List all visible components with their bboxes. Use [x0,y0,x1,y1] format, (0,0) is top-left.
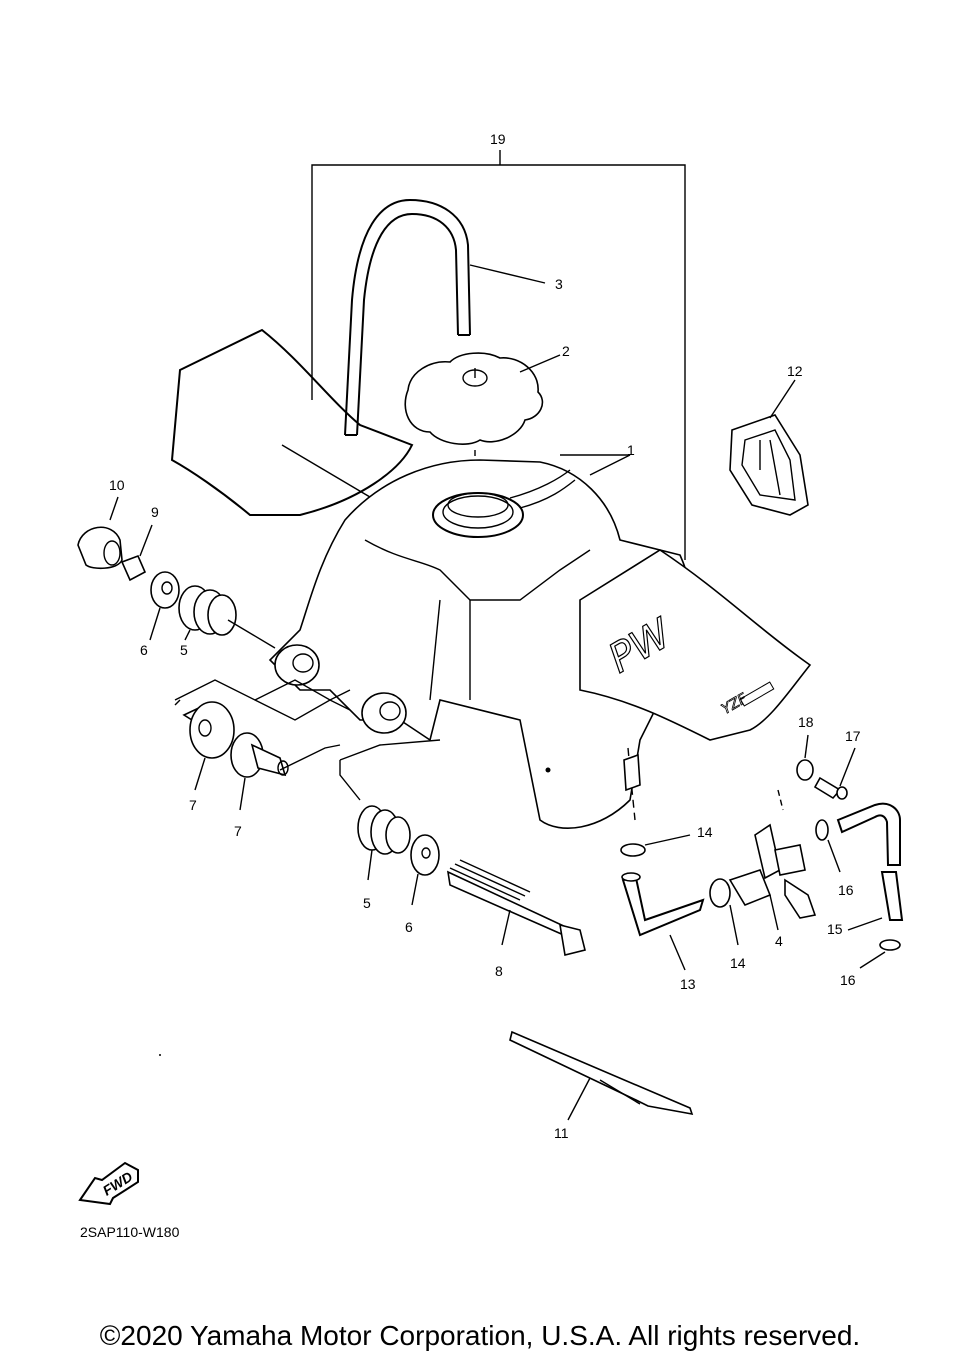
label-5-lower: 5 [363,895,371,911]
label-6-lower: 6 [405,919,413,935]
left-mount-hardware [77,496,276,649]
label-14-upper: 14 [697,824,713,840]
label-15: 15 [827,921,843,937]
label-18: 18 [798,714,814,730]
breather-hose [344,198,546,436]
label-13: 13 [680,976,696,992]
label-16-upper: 16 [838,882,854,898]
label-3: 3 [555,276,563,292]
label-8: 8 [495,963,503,979]
label-9: 9 [151,504,159,520]
label-1: 1 [627,442,635,458]
label-11: 11 [554,1125,569,1141]
label-16-lower: 16 [840,972,856,988]
label-10: 10 [109,477,125,493]
label-19: 19 [490,131,506,147]
fuel-hose-lower [620,747,705,971]
label-7-right: 7 [234,823,242,839]
assembly-bracket-19 [311,150,686,560]
fuel-tank-cap [404,352,561,485]
label-6-upper: 6 [140,642,148,658]
copyright-notice: ©2020 Yamaha Motor Corporation, U.S.A. A… [99,1320,861,1351]
drawing-code: 2SAP110-W180 [80,1224,180,1240]
fuel-tank-decal-right: PW YZF [579,549,812,741]
label-2: 2 [562,343,570,359]
label-7-left: 7 [189,797,197,813]
forward-arrow-icon: FWD [78,1161,139,1206]
label-12: 12 [787,363,803,379]
label-14-lower: 14 [730,955,746,971]
fuel-cock-assembly [709,734,904,969]
label-5-upper: 5 [180,642,188,658]
fuel-tank [268,454,694,829]
label-17: 17 [845,728,861,744]
heat-protector [159,1030,694,1121]
fuel-cock-gasket [729,379,809,516]
lower-mount-hardware [339,739,586,956]
label-4: 4 [775,933,783,949]
collar-pair [174,679,351,811]
fuel-tank-decal-left [170,328,414,516]
